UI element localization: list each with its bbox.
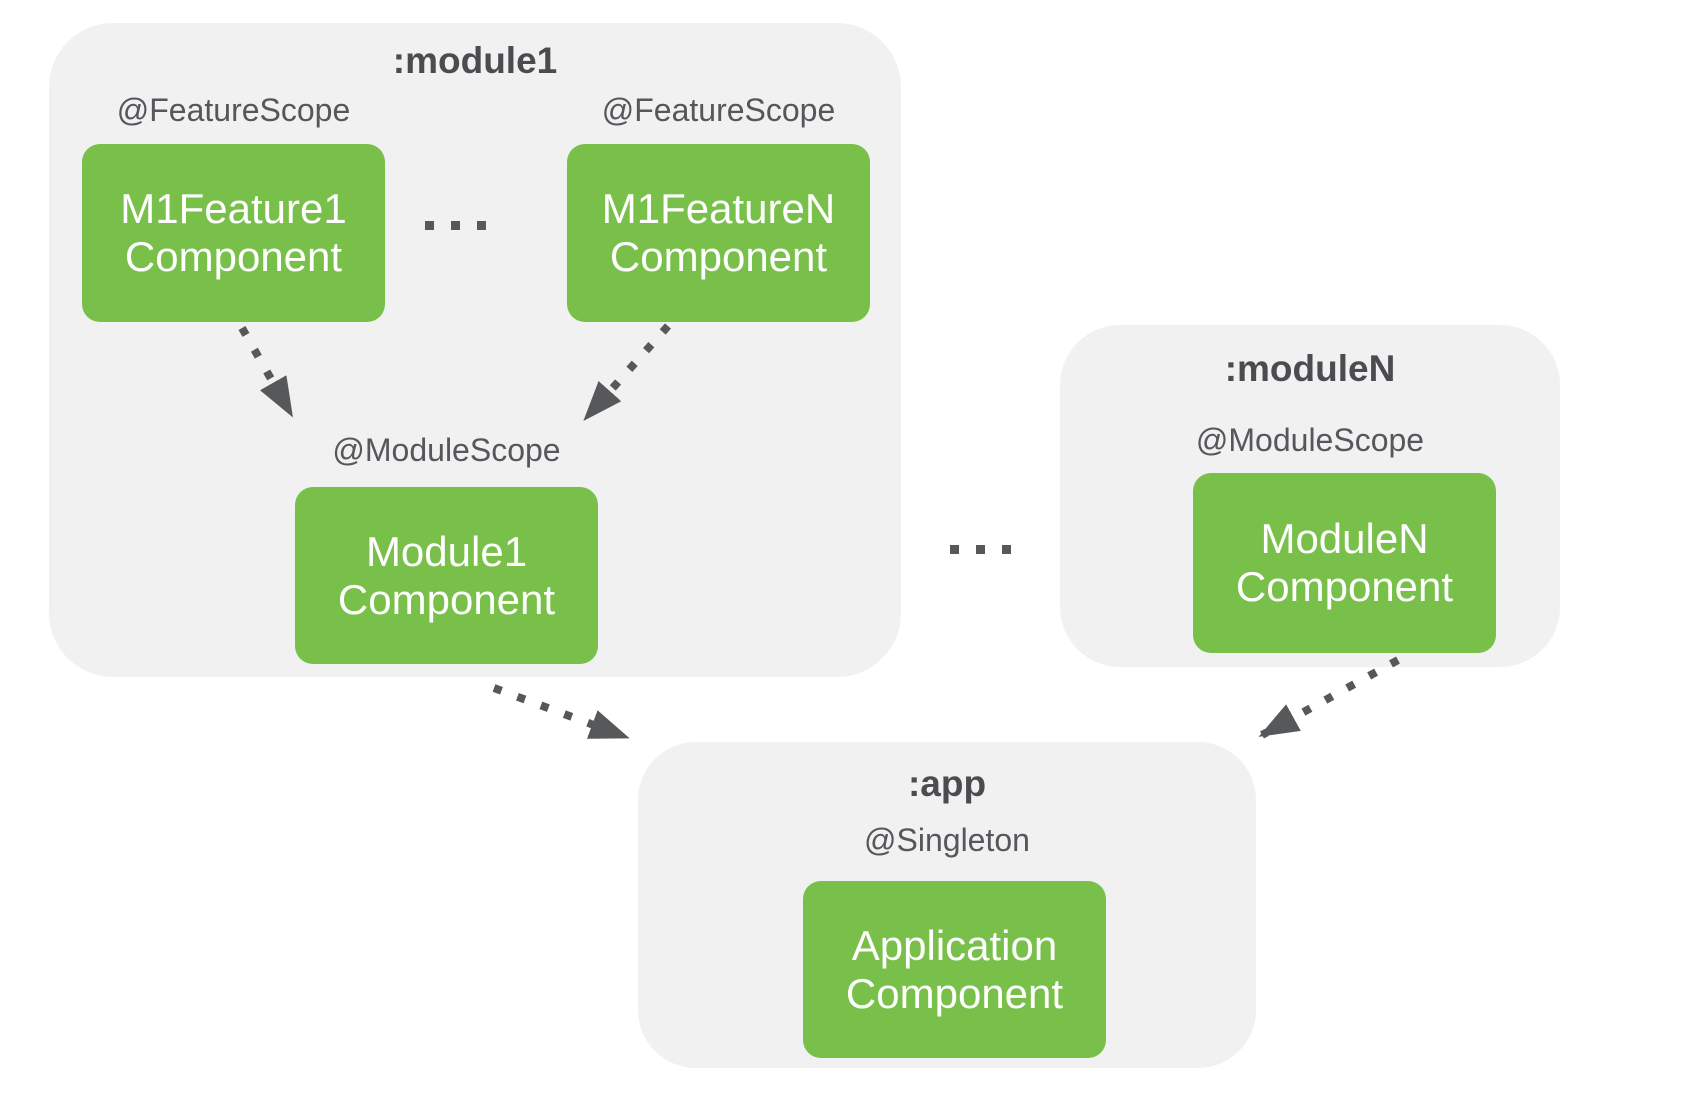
- arrow-modulen-to-app: [1258, 656, 1400, 739]
- module1-component-box: Module1 Component: [295, 487, 598, 664]
- ellipsis-dot: [477, 221, 486, 230]
- arrow-module1-to-app: [492, 684, 630, 741]
- feature-scope-label-1: @FeatureScope: [116, 92, 351, 128]
- component-name-line: M1Feature1: [120, 185, 347, 232]
- ellipsis-dot: [425, 221, 434, 230]
- component-name-line: M1FeatureN: [601, 185, 836, 232]
- m1featuren-component-box: M1FeatureN Component: [567, 144, 870, 322]
- component-name-line: Component: [124, 233, 343, 280]
- component-name-line: Application: [851, 921, 1058, 969]
- app-title: :app: [907, 763, 987, 804]
- module1-group: :module1 @FeatureScope @FeatureScope M1F…: [49, 23, 901, 677]
- moduleN-group: :moduleN @ModuleScope ModuleN Component: [1060, 325, 1560, 667]
- component-name-line: ModuleN: [1260, 515, 1429, 562]
- component-name-line: Component: [845, 969, 1064, 1017]
- ellipsis-dot: [451, 221, 460, 230]
- singleton-scope-label: @Singleton: [864, 822, 1030, 858]
- ellipsis-feature-components: [425, 221, 486, 230]
- module1-title: :module1: [392, 40, 558, 81]
- module-scope-label-module1: @ModuleScope: [332, 432, 561, 468]
- module-scope-label-moduleN: @ModuleScope: [1195, 422, 1425, 458]
- component-name-line: Component: [337, 575, 556, 623]
- m1feature1-component-box: M1Feature1 Component: [82, 144, 385, 322]
- ellipsis-modules: [950, 545, 1011, 554]
- modulen-component-box: ModuleN Component: [1193, 473, 1496, 653]
- application-component-box: Application Component: [803, 881, 1106, 1058]
- component-name-line: Module1: [365, 527, 528, 575]
- component-name-line: Component: [1235, 563, 1454, 610]
- ellipsis-dot: [1002, 545, 1011, 554]
- ellipsis-dot: [950, 545, 959, 554]
- feature-scope-label-n: @FeatureScope: [601, 92, 836, 128]
- moduleN-title: :moduleN: [1224, 348, 1396, 389]
- component-name-line: Component: [609, 233, 828, 280]
- ellipsis-dot: [976, 545, 985, 554]
- app-group: :app @Singleton Application Component: [638, 742, 1256, 1068]
